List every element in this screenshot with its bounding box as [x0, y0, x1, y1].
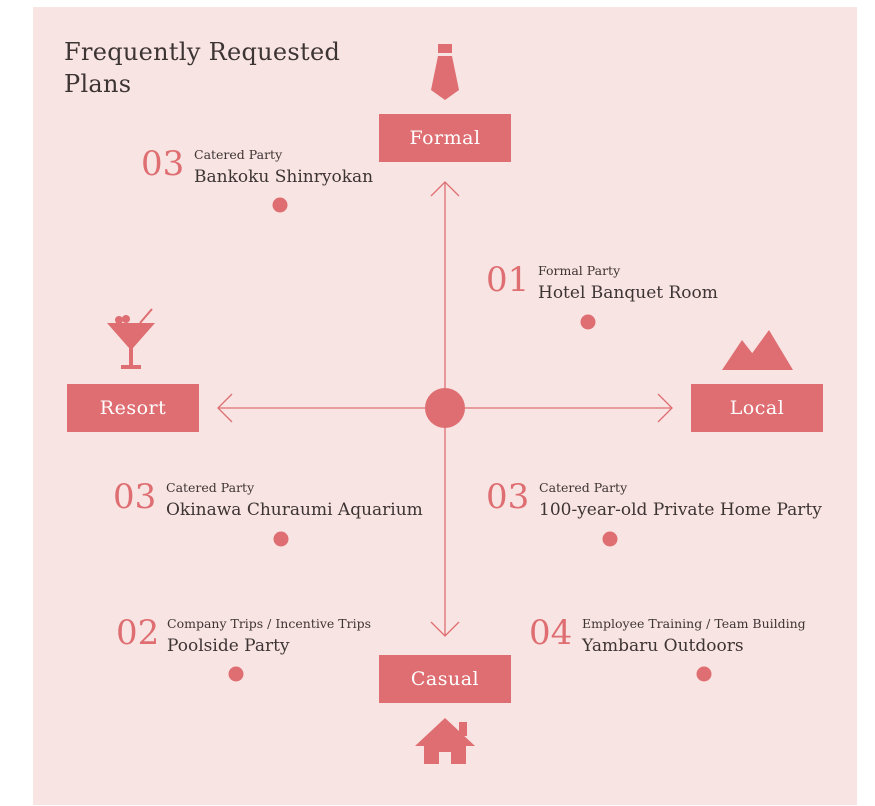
- axis-label-local: Local: [691, 384, 823, 432]
- plan-number: 03: [486, 477, 530, 517]
- arrow-left: [217, 393, 233, 423]
- plan-name: Yambaru Outdoors: [582, 636, 744, 656]
- mountains-icon: [722, 330, 793, 370]
- axis-label-resort: Resort: [67, 384, 199, 432]
- title-line-1: Frequently Requested: [64, 38, 341, 66]
- necktie-icon: [431, 44, 459, 100]
- house-icon: [415, 718, 475, 764]
- plan-category: Employee Training / Team Building: [582, 616, 806, 631]
- axis-label-formal: Formal: [379, 114, 511, 162]
- center-dot: [425, 388, 465, 428]
- plan-dot-poolside: [228, 666, 244, 682]
- plan-number: 02: [116, 613, 160, 653]
- plan-name: Bankoku Shinryokan: [194, 167, 374, 187]
- plan-number: 04: [529, 613, 573, 653]
- plan-category: Formal Party: [538, 263, 621, 278]
- plan-dot-private-home: [602, 531, 618, 547]
- plan-dot-yambaru: [696, 666, 712, 682]
- plan-category: Catered Party: [539, 480, 628, 495]
- plan-dot-churaumi: [273, 531, 289, 547]
- title-line-2: Plans: [64, 70, 132, 98]
- arrow-bottom: [430, 621, 460, 637]
- arrow-top: [430, 181, 460, 197]
- plan-number: 03: [141, 144, 185, 184]
- plan-name: Hotel Banquet Room: [538, 283, 718, 303]
- plan-number: 01: [486, 260, 530, 300]
- plan-dot-bankoku: [272, 197, 288, 213]
- diagram-title: Frequently Requested Plans: [64, 36, 340, 100]
- plan-category: Company Trips / Incentive Trips: [167, 616, 371, 631]
- arrow-right: [657, 393, 673, 423]
- plan-name: 100-year-old Private Home Party: [539, 500, 822, 520]
- plan-name: Poolside Party: [167, 636, 290, 656]
- axis-label-casual: Casual: [379, 655, 511, 703]
- plan-name: Okinawa Churaumi Aquarium: [166, 500, 423, 520]
- plan-category: Catered Party: [194, 147, 283, 162]
- cocktail-icon: [107, 308, 155, 369]
- plan-number: 03: [113, 477, 157, 517]
- plan-category: Catered Party: [166, 480, 255, 495]
- plan-dot-hotel-banquet: [580, 314, 596, 330]
